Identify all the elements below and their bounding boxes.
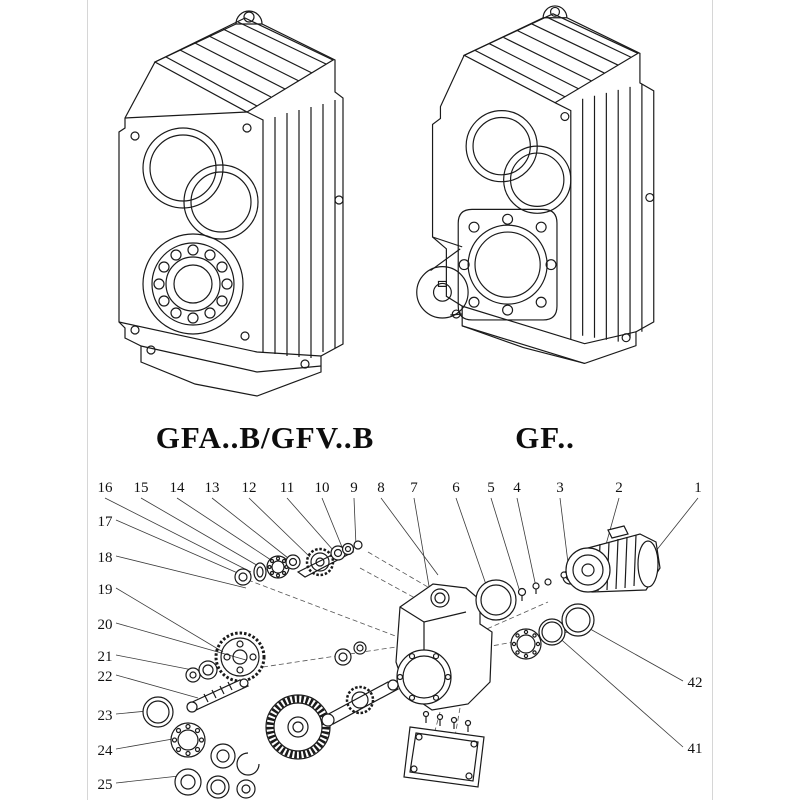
part-number-12: 12: [242, 480, 257, 496]
side-ribs: [274, 100, 336, 358]
gearbox-housing: [395, 583, 493, 711]
part-number-21: 21: [98, 649, 113, 665]
gearbox-gf-svg: [416, 5, 655, 365]
roof-ribs: [462, 13, 640, 104]
part-number-19: 19: [98, 582, 113, 598]
cover-plate: [403, 710, 485, 788]
part-number-18: 18: [98, 550, 113, 566]
panel-divider: [246, 111, 264, 352]
side-ribs: [582, 83, 643, 342]
gearbox-gf-lineart: [416, 5, 655, 365]
part-number-3: 3: [556, 480, 564, 496]
part-number-16: 16: [98, 480, 114, 496]
snap-ring: [236, 752, 260, 776]
lifting-lug: [235, 10, 263, 25]
part-number-8: 8: [377, 480, 385, 496]
output-bearing-group: [142, 696, 260, 799]
part-number-10: 10: [315, 480, 330, 496]
part-number-6: 6: [452, 480, 460, 496]
output-flange: [457, 208, 558, 321]
part-number-20: 20: [98, 617, 113, 633]
gearbox-gfab-lineart: [118, 10, 344, 397]
part-number-42: 42: [688, 675, 703, 691]
part-number-11: 11: [280, 480, 294, 496]
mounting-feet: [118, 321, 322, 373]
input-bores: [142, 127, 259, 240]
gear: [214, 631, 266, 683]
exploded-svg: 16 15 14 13 12 11 10 9 8 7 6 5 4 3 2 1 1…: [98, 480, 703, 799]
roof-ribs: [153, 17, 335, 113]
input-shaft-assembly: [234, 540, 363, 586]
panel-divider: [554, 102, 572, 340]
motor-unit: [560, 525, 661, 593]
housing-outline: [118, 23, 344, 397]
part-number-1: 1: [694, 480, 702, 496]
part-number-15: 15: [134, 480, 149, 496]
page-edge-left: [87, 0, 88, 800]
gear: [266, 695, 330, 759]
exploded-parts-diagram: 16 15 14 13 12 11 10 9 8 7 6 5 4 3 2 1 1…: [88, 472, 718, 800]
part-number-24: 24: [98, 743, 114, 759]
part-number-14: 14: [170, 480, 186, 496]
lifting-lug: [542, 5, 568, 18]
intermediate-gear-set: [185, 631, 367, 713]
part-number-22: 22: [98, 669, 113, 685]
gearbox-gfab-svg: [118, 10, 344, 397]
part-numbers: 16 15 14 13 12 11 10 9 8 7 6 5 4 3 2 1 1…: [98, 480, 703, 793]
output-gear-assembly: [265, 679, 400, 760]
mounting-feet: [432, 111, 655, 364]
gearbox-drawing-gf: [405, 0, 705, 395]
gearbox-drawing-gfab: [95, 0, 395, 400]
page-edge-right: [712, 0, 713, 800]
exploded-parts: [142, 525, 661, 799]
part-number-13: 13: [205, 480, 220, 496]
output-pinion-shaft: [321, 681, 400, 725]
output-bearing: [142, 233, 244, 335]
part-number-25: 25: [98, 777, 113, 793]
model-label-gf: GF..: [515, 420, 575, 455]
part-number-5: 5: [487, 480, 495, 496]
part-number-17: 17: [98, 514, 114, 530]
part-number-7: 7: [410, 480, 418, 496]
part-number-9: 9: [350, 480, 358, 496]
part-number-23: 23: [98, 708, 113, 724]
housing-outline: [431, 17, 655, 365]
bearing: [170, 722, 206, 758]
part-number-41: 41: [688, 741, 703, 757]
part-number-4: 4: [513, 480, 521, 496]
gear: [305, 547, 335, 577]
input-bores: [465, 110, 572, 214]
model-label-gfab: GFA..B/GFV..B: [155, 420, 375, 455]
output-side-rings: [510, 603, 595, 660]
terminal-box: [607, 525, 629, 539]
output-shaft: [416, 248, 469, 319]
leader-lines: [104, 497, 699, 784]
bearing: [266, 555, 290, 579]
part-number-2: 2: [615, 480, 623, 496]
